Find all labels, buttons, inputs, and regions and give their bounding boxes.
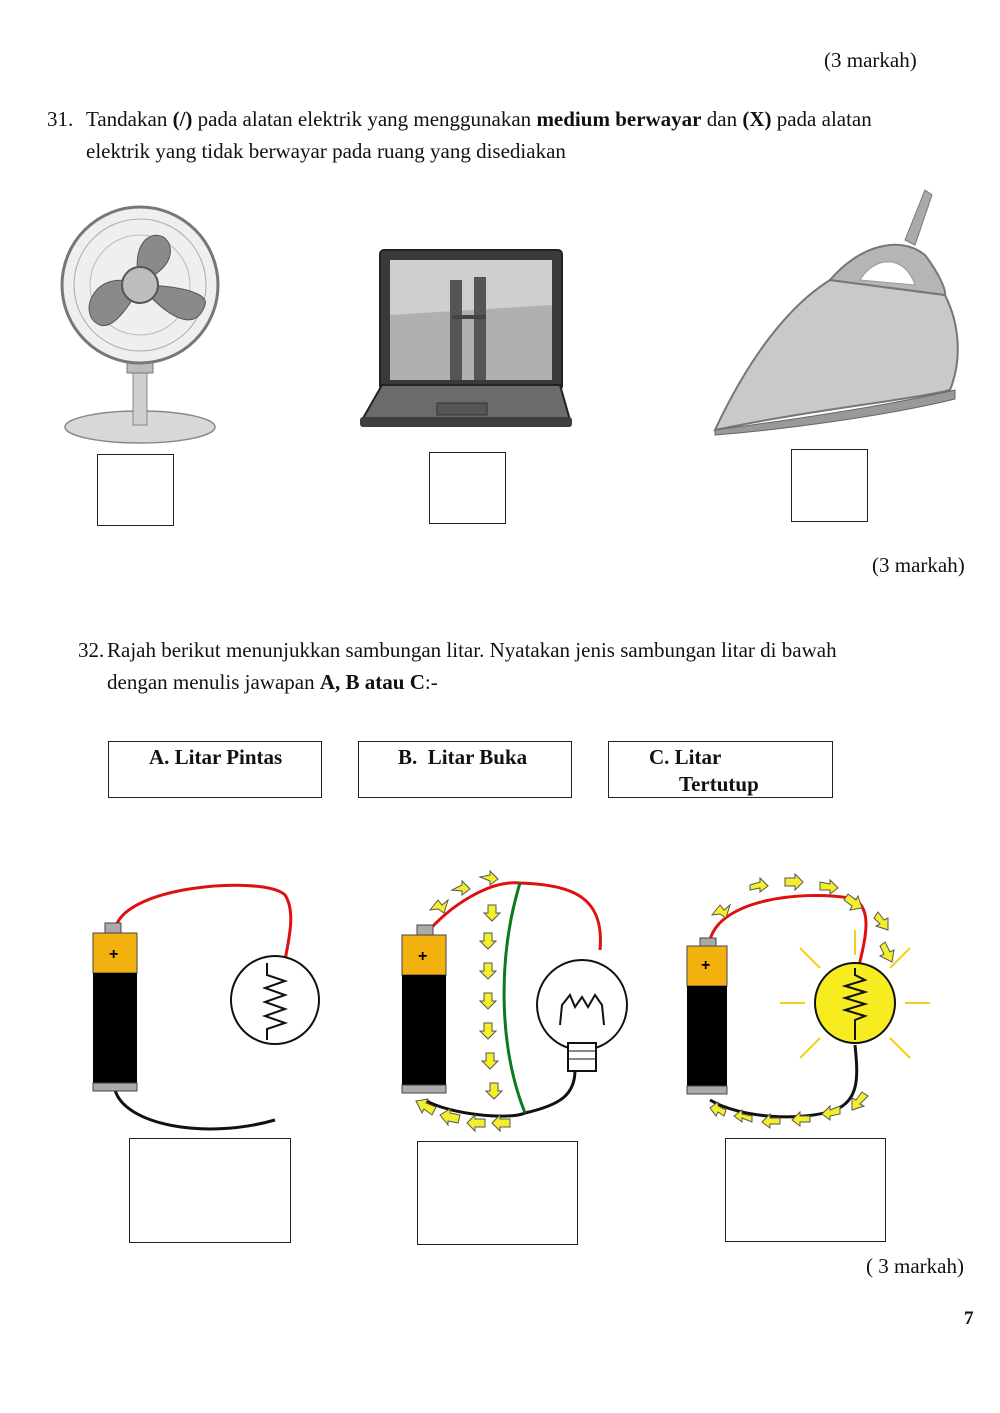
q31-marks: (3 markah) (872, 553, 965, 577)
q32-answer-box-circuit-1[interactable] (129, 1138, 291, 1243)
q31-text-4: pada alatan (771, 107, 872, 131)
option-a-label: A. Litar Pintas (149, 745, 283, 769)
laptop-image (360, 249, 572, 427)
q31-answer-box-iron[interactable] (791, 449, 868, 522)
q31-tick-symbol: (/) (172, 107, 193, 131)
q31-instruction-line-1: Tandakan (/) pada alatan elektrik yang m… (86, 104, 872, 135)
q32-answer-box-circuit-2[interactable] (417, 1141, 578, 1245)
circuit-3-diagram: + (686, 872, 930, 1129)
fan-image (60, 205, 220, 444)
circuit-1-plus: + (109, 946, 118, 963)
circuit-2-bulb (536, 959, 628, 1072)
marks-top: (3 markah) (824, 48, 917, 72)
option-c-box: C. Litar Tertutup (608, 741, 833, 798)
option-a-box: A. Litar Pintas (108, 741, 322, 798)
option-c-label-1: C. Litar (649, 745, 722, 769)
circuit-3-plus: + (701, 957, 710, 974)
option-c-label-2: Tertutup (679, 772, 759, 796)
q32-answer-box-circuit-3[interactable] (725, 1138, 886, 1242)
q32-instruction-line-1: Rajah berikut menunjukkan sambungan lita… (107, 638, 837, 662)
q31-text-3: dan (701, 107, 743, 131)
circuit-3-battery: + (686, 937, 728, 1095)
q31-answer-box-fan[interactable] (97, 454, 174, 526)
q31-text-2: pada alatan elektrik yang menggunakan (192, 107, 537, 131)
iron-image (713, 189, 959, 436)
q31-answer-box-laptop[interactable] (429, 452, 506, 524)
circuit-2-plus: + (418, 948, 427, 965)
q32-line-2-suffix: :- (424, 670, 438, 694)
circuit-1-battery: + (92, 922, 138, 1092)
q31-bold-term: medium berwayar (536, 107, 702, 131)
q31-cross-symbol: (X) (742, 107, 772, 131)
option-b-label: B. Litar Buka (398, 745, 528, 769)
q31-text-1: Tandakan (86, 107, 173, 131)
circuit-2-battery: + (401, 924, 447, 1094)
q31-number: 31. (47, 107, 74, 131)
q32-line-2-bold: A, B atau C (319, 670, 425, 694)
circuit-1-diagram: + (92, 883, 320, 1131)
page-number: 7 (964, 1308, 974, 1329)
q32-marks: ( 3 markah) (866, 1254, 964, 1278)
option-b-box: B. Litar Buka (358, 741, 572, 798)
q32-number: 32. (78, 638, 105, 662)
circuit-1-bulb (230, 955, 320, 1045)
q31-instruction-line-2: elektrik yang tidak berwayar pada ruang … (86, 139, 566, 163)
circuit-3-current-arrows (709, 872, 895, 1129)
circuit-3-bulb (814, 962, 896, 1044)
circuit-2-current-arrows (415, 869, 511, 1133)
circuit-3-bulb-rays (780, 930, 930, 1059)
q32-line-2-prefix: dengan menulis jawapan (107, 670, 320, 694)
q32-instruction-line-2: dengan menulis jawapan A, B atau C:- (107, 667, 438, 698)
circuit-2-diagram: + (401, 869, 628, 1133)
